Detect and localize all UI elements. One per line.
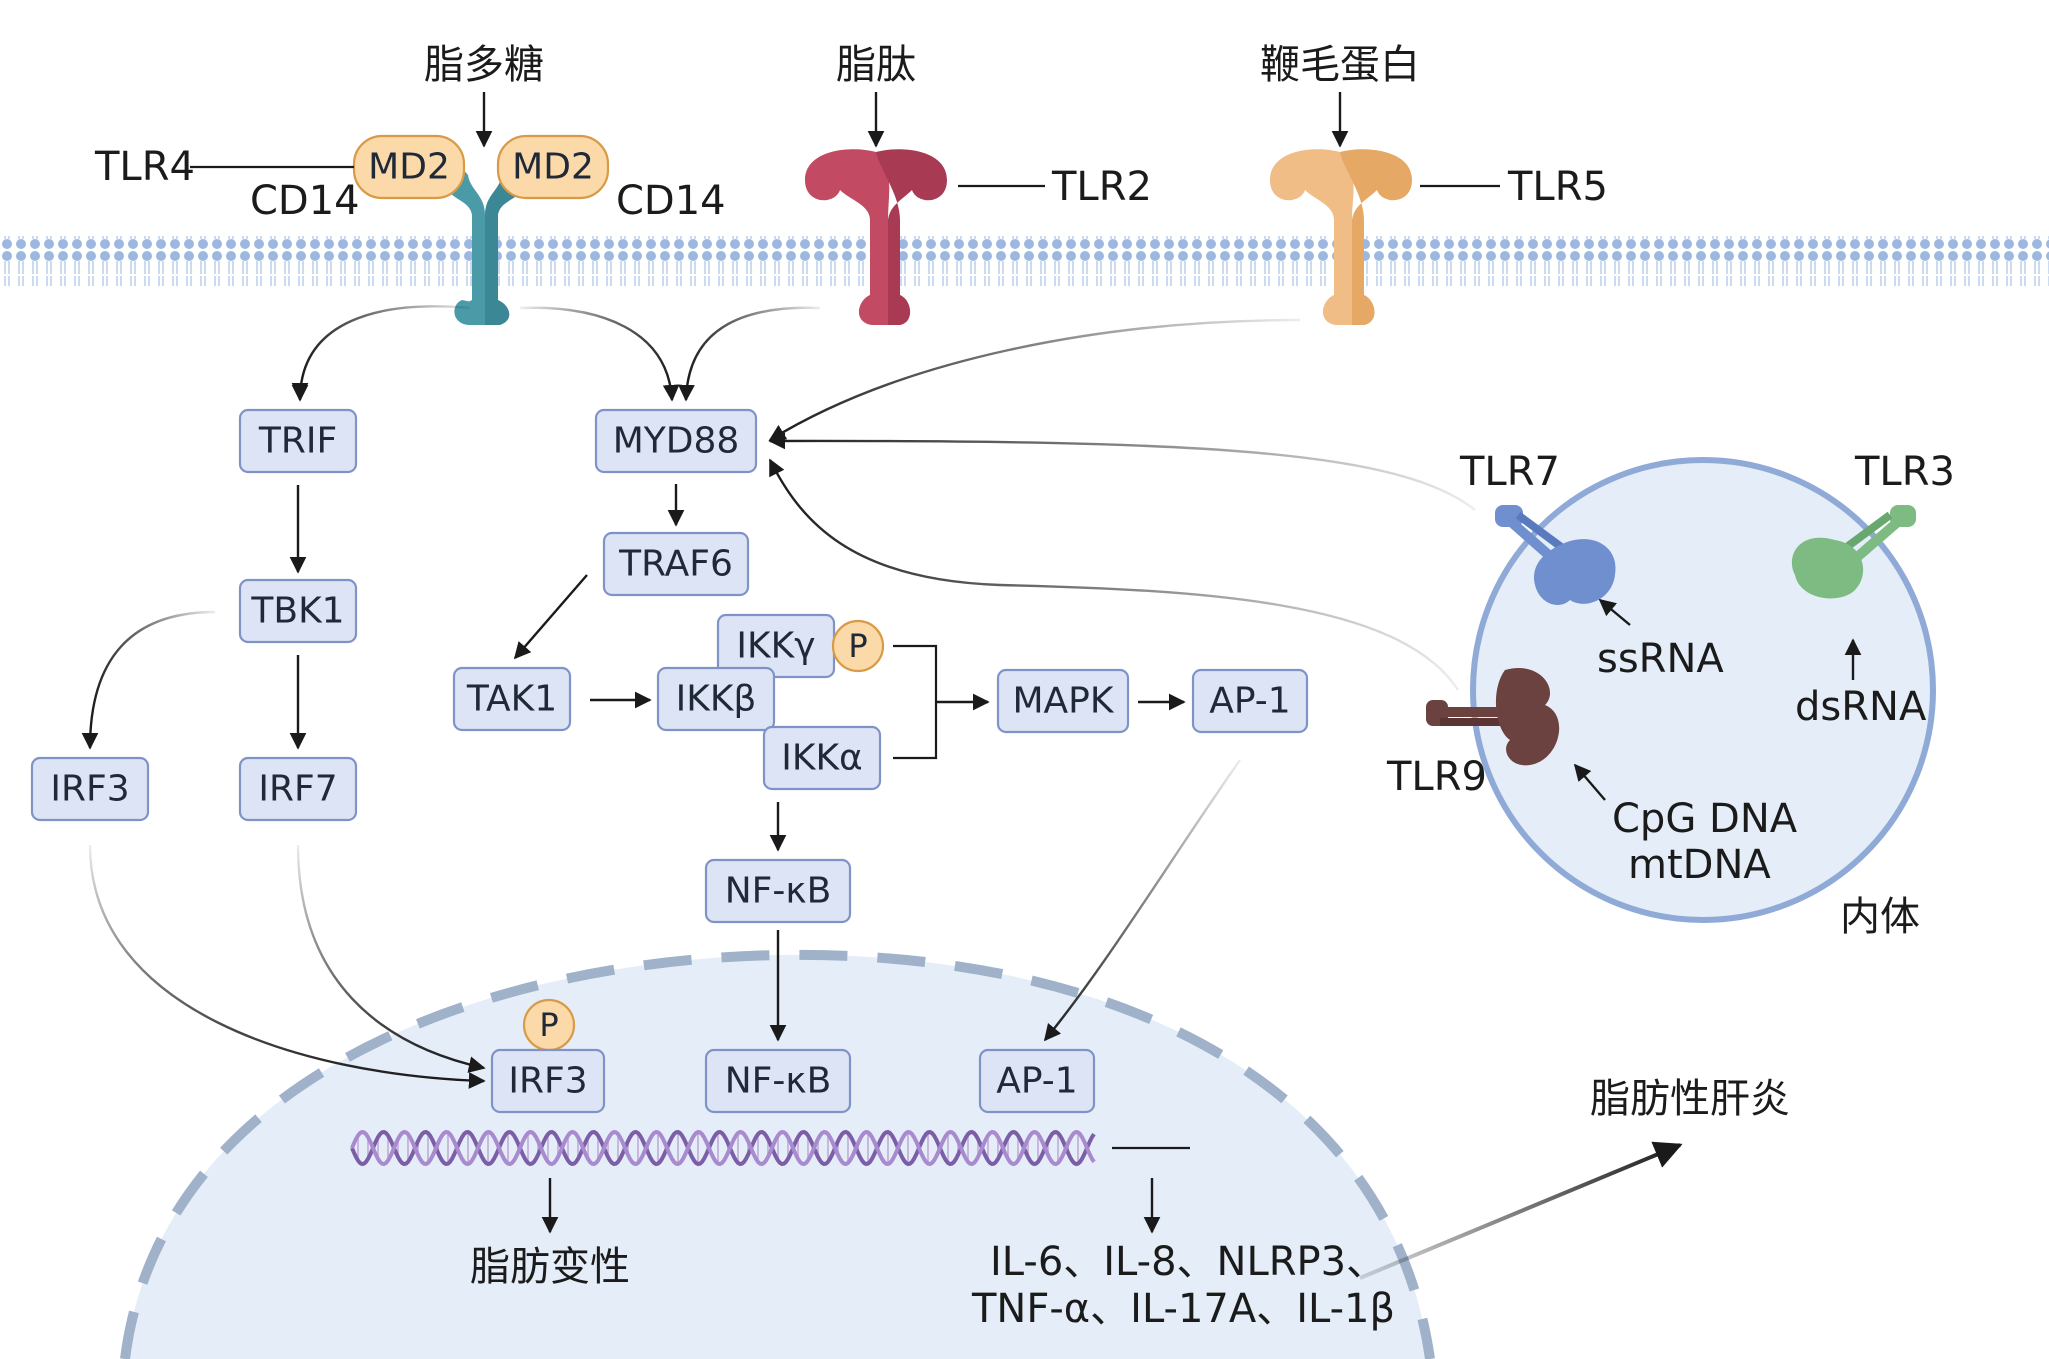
tlr9-receptor-icon	[1426, 668, 1560, 766]
md2-right: MD2	[496, 134, 610, 200]
ligand-flagellin: 鞭毛蛋白	[1260, 42, 1420, 88]
svg-text:NF-κB: NF-κB	[725, 871, 832, 912]
label-cd14-right: CD14	[616, 178, 726, 224]
svg-text:P: P	[848, 627, 867, 665]
phospho-badge-irf3: P	[522, 998, 576, 1052]
cell-membrane	[0, 236, 2049, 286]
svg-text:IKKα: IKKα	[781, 738, 863, 779]
outcome-steatohepatitis: 脂肪性肝炎	[1590, 1076, 1790, 1122]
svg-text:IRF3: IRF3	[50, 769, 129, 810]
node-ikkg: IKKγ	[716, 613, 836, 679]
node-mapk: MAPK	[996, 668, 1130, 734]
tlr3-receptor-icon	[1791, 505, 1916, 599]
svg-text:MYD88: MYD88	[613, 421, 740, 462]
node-trif: TRIF	[238, 408, 358, 474]
label-cd14-left: CD14	[250, 178, 360, 224]
node-ap1-nucleus: AP-1	[978, 1048, 1096, 1114]
node-nfkb-nucleus: NF-κB	[704, 1048, 852, 1114]
svg-text:AP-1: AP-1	[1209, 681, 1290, 722]
outcome-cytokines-line2: TNF-α、IL-17A、IL-1β	[971, 1286, 1395, 1332]
dna-helix-icon	[350, 1129, 1096, 1167]
label-tlr7: TLR7	[1459, 449, 1560, 495]
svg-text:IKKβ: IKKβ	[676, 679, 757, 720]
outcome-cytokines-line1: IL-6、IL-8、NLRP3、	[990, 1239, 1386, 1285]
node-irf3-nucleus: IRF3	[490, 1048, 606, 1114]
md2-left: MD2	[352, 134, 466, 200]
node-nfkb-cytoplasm: NF-κB	[704, 858, 852, 924]
svg-text:MD2: MD2	[368, 147, 450, 188]
node-ikkb: IKKβ	[656, 666, 776, 732]
label-ssrna: ssRNA	[1597, 636, 1724, 682]
label-tlr4: TLR4	[94, 144, 195, 190]
label-tlr5: TLR5	[1507, 164, 1608, 210]
svg-text:AP-1: AP-1	[996, 1061, 1077, 1102]
svg-text:NF-κB: NF-κB	[725, 1061, 832, 1102]
svg-text:MAPK: MAPK	[1012, 681, 1114, 722]
node-ikka: IKKα	[762, 725, 882, 791]
node-ap1-cytoplasm: AP-1	[1191, 668, 1309, 734]
svg-text:IRF3: IRF3	[508, 1061, 587, 1102]
label-dsrna: dsRNA	[1795, 684, 1927, 730]
tlr2-receptor-icon	[805, 149, 947, 325]
label-tlr9: TLR9	[1386, 754, 1487, 800]
label-mtdna: mtDNA	[1628, 842, 1771, 888]
ligand-lipopeptide: 脂肽	[836, 42, 916, 88]
ligand-lps: 脂多糖	[424, 42, 544, 88]
label-cpg-dna: CpG DNA	[1612, 796, 1798, 842]
svg-text:IRF7: IRF7	[258, 769, 337, 810]
svg-text:TRAF6: TRAF6	[618, 544, 733, 585]
node-tak1: TAK1	[452, 666, 572, 732]
phospho-badge-ikkg: P	[831, 619, 885, 673]
svg-text:TBK1: TBK1	[250, 591, 344, 632]
svg-text:MD2: MD2	[512, 147, 594, 188]
node-traf6: TRAF6	[602, 531, 750, 597]
label-tlr2: TLR2	[1051, 164, 1152, 210]
outcome-steatosis: 脂肪变性	[470, 1244, 630, 1290]
node-irf3-cytoplasm: IRF3	[30, 756, 150, 822]
tlr5-receptor-icon	[1270, 149, 1412, 325]
node-irf7: IRF7	[238, 756, 358, 822]
node-tbk1: TBK1	[238, 578, 358, 644]
label-tlr3: TLR3	[1854, 449, 1955, 495]
node-myd88: MYD88	[594, 408, 758, 474]
label-endosome: 内体	[1840, 894, 1920, 940]
tlr7-receptor-icon	[1495, 505, 1616, 605]
svg-text:TRIF: TRIF	[258, 421, 337, 462]
svg-text:TAK1: TAK1	[466, 679, 557, 720]
svg-text:P: P	[539, 1006, 558, 1044]
svg-text:IKKγ: IKKγ	[736, 626, 815, 667]
